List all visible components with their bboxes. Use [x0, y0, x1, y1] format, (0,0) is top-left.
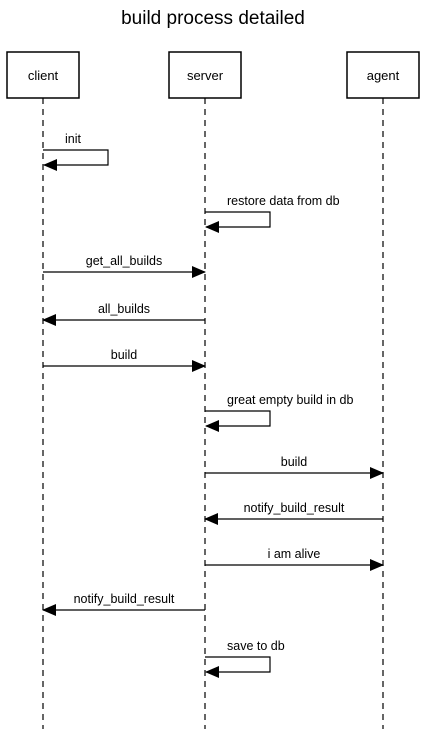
message-1: init — [43, 132, 109, 171]
messages: init restore data from db get_all_buildsal… — [42, 132, 384, 678]
message-label: build — [281, 455, 307, 469]
message-label: all_builds — [98, 302, 150, 316]
participants: client server agent — [6, 51, 420, 729]
message-4: all_builds — [42, 302, 205, 326]
diagram-title: build process detailed — [121, 8, 305, 29]
participant-server: server — [168, 51, 242, 729]
self-arrow — [205, 410, 271, 432]
participant-label-client: client — [28, 68, 59, 83]
message-6: great empty build in db — [205, 393, 354, 432]
message-5: build — [43, 348, 206, 372]
message-7: build — [205, 455, 384, 479]
message-3: get_all_builds — [43, 254, 206, 278]
participant-agent: agent — [346, 51, 420, 729]
message-10: notify_build_result — [42, 592, 205, 616]
participant-box-server — [168, 51, 242, 99]
message-label: save to db — [227, 639, 285, 653]
message-label: restore data from db — [227, 194, 340, 208]
participant-client: client — [6, 51, 80, 729]
self-arrow — [205, 211, 271, 233]
message-9: i am alive — [205, 547, 384, 571]
self-arrow — [43, 149, 109, 171]
message-label: notify_build_result — [74, 592, 175, 606]
message-8: notify_build_result — [204, 501, 383, 525]
message-label: get_all_builds — [86, 254, 162, 268]
message-label: build — [111, 348, 137, 362]
message-label: notify_build_result — [244, 501, 345, 515]
message-11: save to db — [205, 639, 285, 678]
message-label: i am alive — [268, 547, 321, 561]
participant-label-agent: agent — [367, 68, 400, 83]
message-label: init — [65, 132, 82, 146]
participant-box-agent — [346, 51, 420, 99]
message-label: great empty build in db — [227, 393, 354, 407]
message-2: restore data from db — [205, 194, 340, 233]
self-arrow — [205, 656, 271, 678]
participant-box-client — [6, 51, 80, 99]
participant-label-server: server — [187, 68, 224, 83]
